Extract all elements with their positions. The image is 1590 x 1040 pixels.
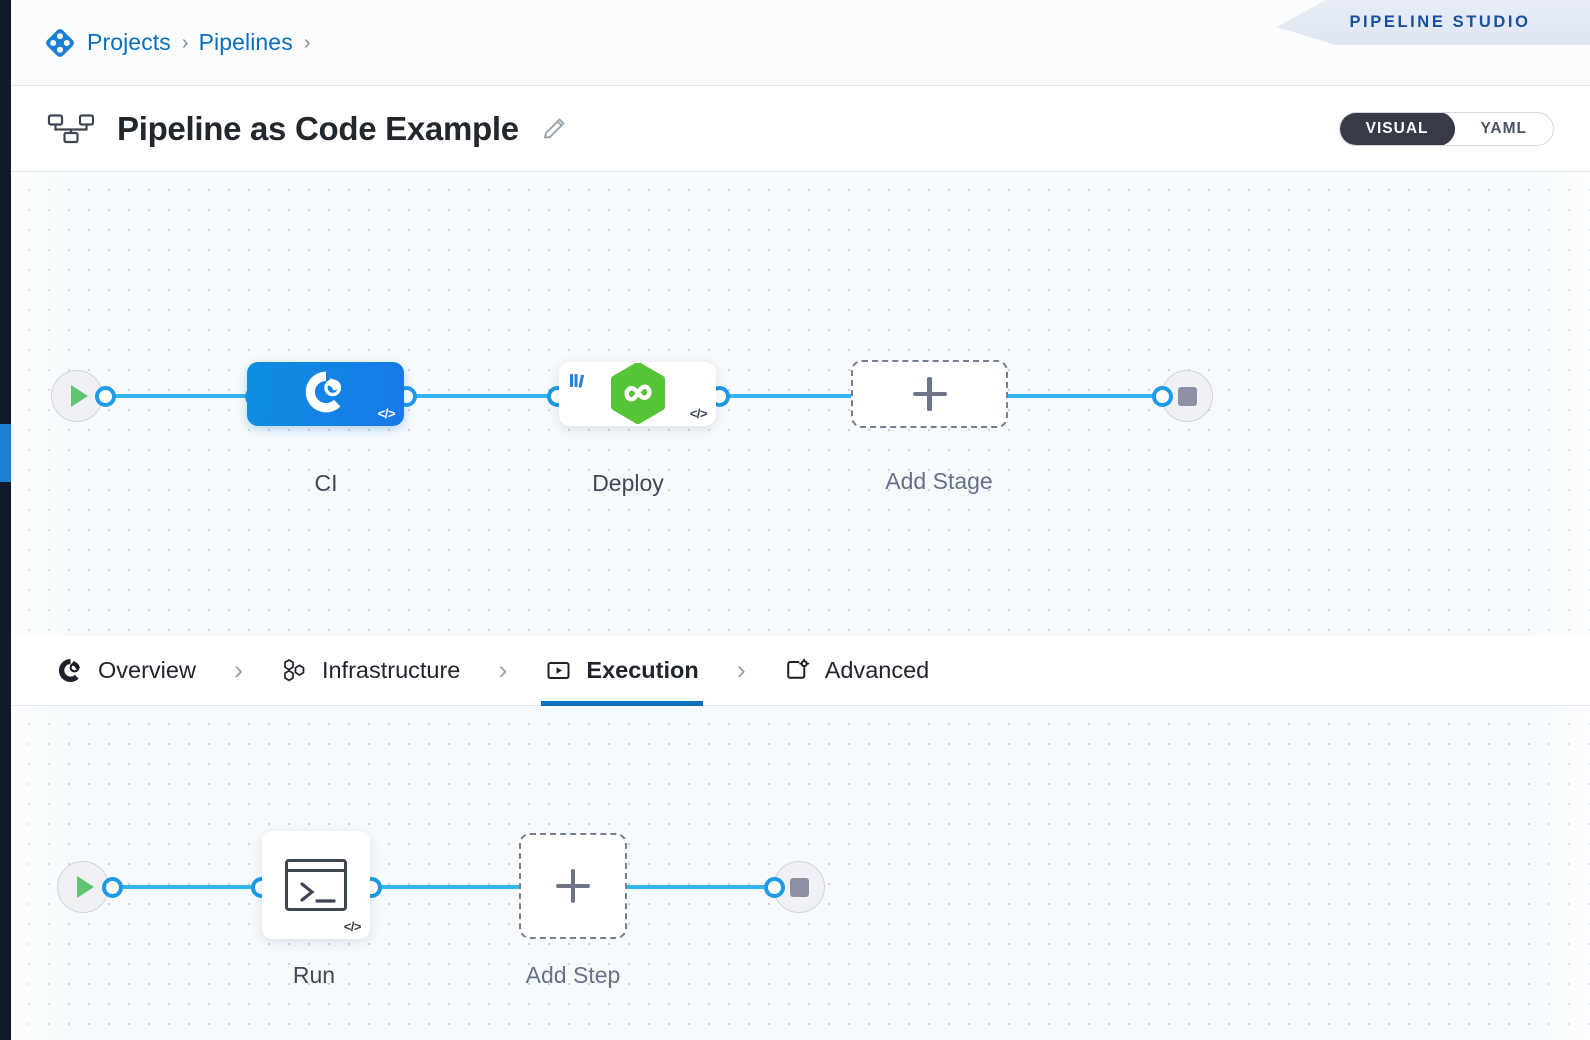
- tab-label-infrastructure: Infrastructure: [321, 657, 461, 683]
- tab-advanced[interactable]: Advanced: [780, 636, 934, 706]
- tab-label-execution: Execution: [586, 657, 699, 683]
- green-hexagon-infinity-icon: [607, 362, 669, 425]
- stage-canvas[interactable]: </> CI: [11, 172, 1590, 636]
- add-stage-label: Add Stage: [885, 468, 993, 494]
- connector-run-to-addstep: [361, 885, 541, 889]
- tab-label-overview: Overview: [98, 657, 196, 683]
- overview-circle-icon: [57, 657, 84, 684]
- tab-separator-icon-1: ›: [233, 655, 243, 685]
- plus-icon-vertical: [570, 869, 576, 903]
- step-node-run[interactable]: </>: [262, 831, 370, 939]
- pipeline-studio-banner: PIPELINE STUDIO: [1276, 0, 1590, 45]
- tab-label-advanced: Advanced: [824, 657, 930, 683]
- visual-yaml-toggle[interactable]: VISUAL YAML: [1338, 111, 1554, 146]
- pencil-edit-icon[interactable]: [541, 116, 567, 142]
- code-badge-run[interactable]: </>: [343, 919, 362, 934]
- ci-build-circle-icon: [301, 367, 351, 422]
- play-icon: [71, 385, 88, 407]
- play-icon: [77, 876, 94, 898]
- connector-addstep-to-end: [619, 885, 789, 889]
- port-exec-end-in[interactable]: [764, 877, 785, 898]
- step-label-run: Run: [292, 962, 336, 988]
- add-step-button[interactable]: [519, 833, 627, 939]
- port-start-out[interactable]: [95, 386, 116, 407]
- pipeline-studio-banner-label: PIPELINE STUDIO: [1349, 13, 1531, 31]
- execution-steps-canvas[interactable]: </> Run Add Step: [11, 706, 1590, 1040]
- stage-config-tabs: Overview › Infrastructure ›: [11, 636, 1590, 706]
- breadcrumb-link-projects[interactable]: Projects: [87, 29, 171, 55]
- pipeline-graph-icon: [47, 112, 97, 146]
- stage-node-ci[interactable]: </>: [247, 362, 404, 426]
- connector-start-to-run: [111, 885, 276, 889]
- template-library-icon[interactable]: [569, 372, 587, 389]
- breadcrumb-link-pipelines[interactable]: Pipelines: [198, 29, 293, 55]
- stop-square-icon: [1177, 386, 1197, 406]
- page-title: Pipeline as Code Example: [117, 109, 519, 147]
- left-nav-rail-active-indicator: [0, 424, 11, 482]
- code-badge-ci[interactable]: </>: [377, 406, 396, 421]
- port-exec-start-out[interactable]: [102, 877, 123, 898]
- stage-label-ci: CI: [314, 470, 338, 496]
- harness-diamond-logo-icon: [45, 28, 75, 58]
- add-step-label: Add Step: [525, 962, 621, 988]
- breadcrumb-trailing-separator-icon: ›: [303, 31, 311, 54]
- stage-label-deploy: Deploy: [592, 470, 664, 496]
- plus-icon-vertical: [927, 377, 932, 411]
- tab-overview[interactable]: Overview: [53, 636, 200, 706]
- tab-separator-icon-3: ›: [736, 655, 746, 685]
- tab-separator-icon-2: ›: [498, 655, 508, 685]
- code-badge-deploy[interactable]: </>: [689, 406, 708, 421]
- left-nav-rail: [0, 0, 11, 1040]
- stage-node-deploy[interactable]: </>: [559, 362, 716, 426]
- connector-addstage-to-end: [996, 394, 1171, 398]
- hexagon-cluster-icon: [281, 657, 308, 684]
- port-end-in[interactable]: [1152, 386, 1173, 407]
- tab-infrastructure[interactable]: Infrastructure: [277, 636, 464, 706]
- toggle-option-visual[interactable]: VISUAL: [1339, 112, 1455, 145]
- breadcrumb-separator-icon: ›: [181, 31, 189, 54]
- terminal-console-icon: [285, 859, 347, 911]
- box-gear-icon: [784, 657, 811, 684]
- pipeline-title-bar: Pipeline as Code Example VISUAL YAML: [11, 86, 1590, 172]
- add-stage-button[interactable]: [851, 360, 1008, 428]
- play-in-box-icon: [545, 657, 572, 684]
- stop-square-icon: [789, 877, 809, 897]
- tab-execution[interactable]: Execution: [541, 636, 704, 706]
- toggle-option-yaml[interactable]: YAML: [1480, 119, 1527, 137]
